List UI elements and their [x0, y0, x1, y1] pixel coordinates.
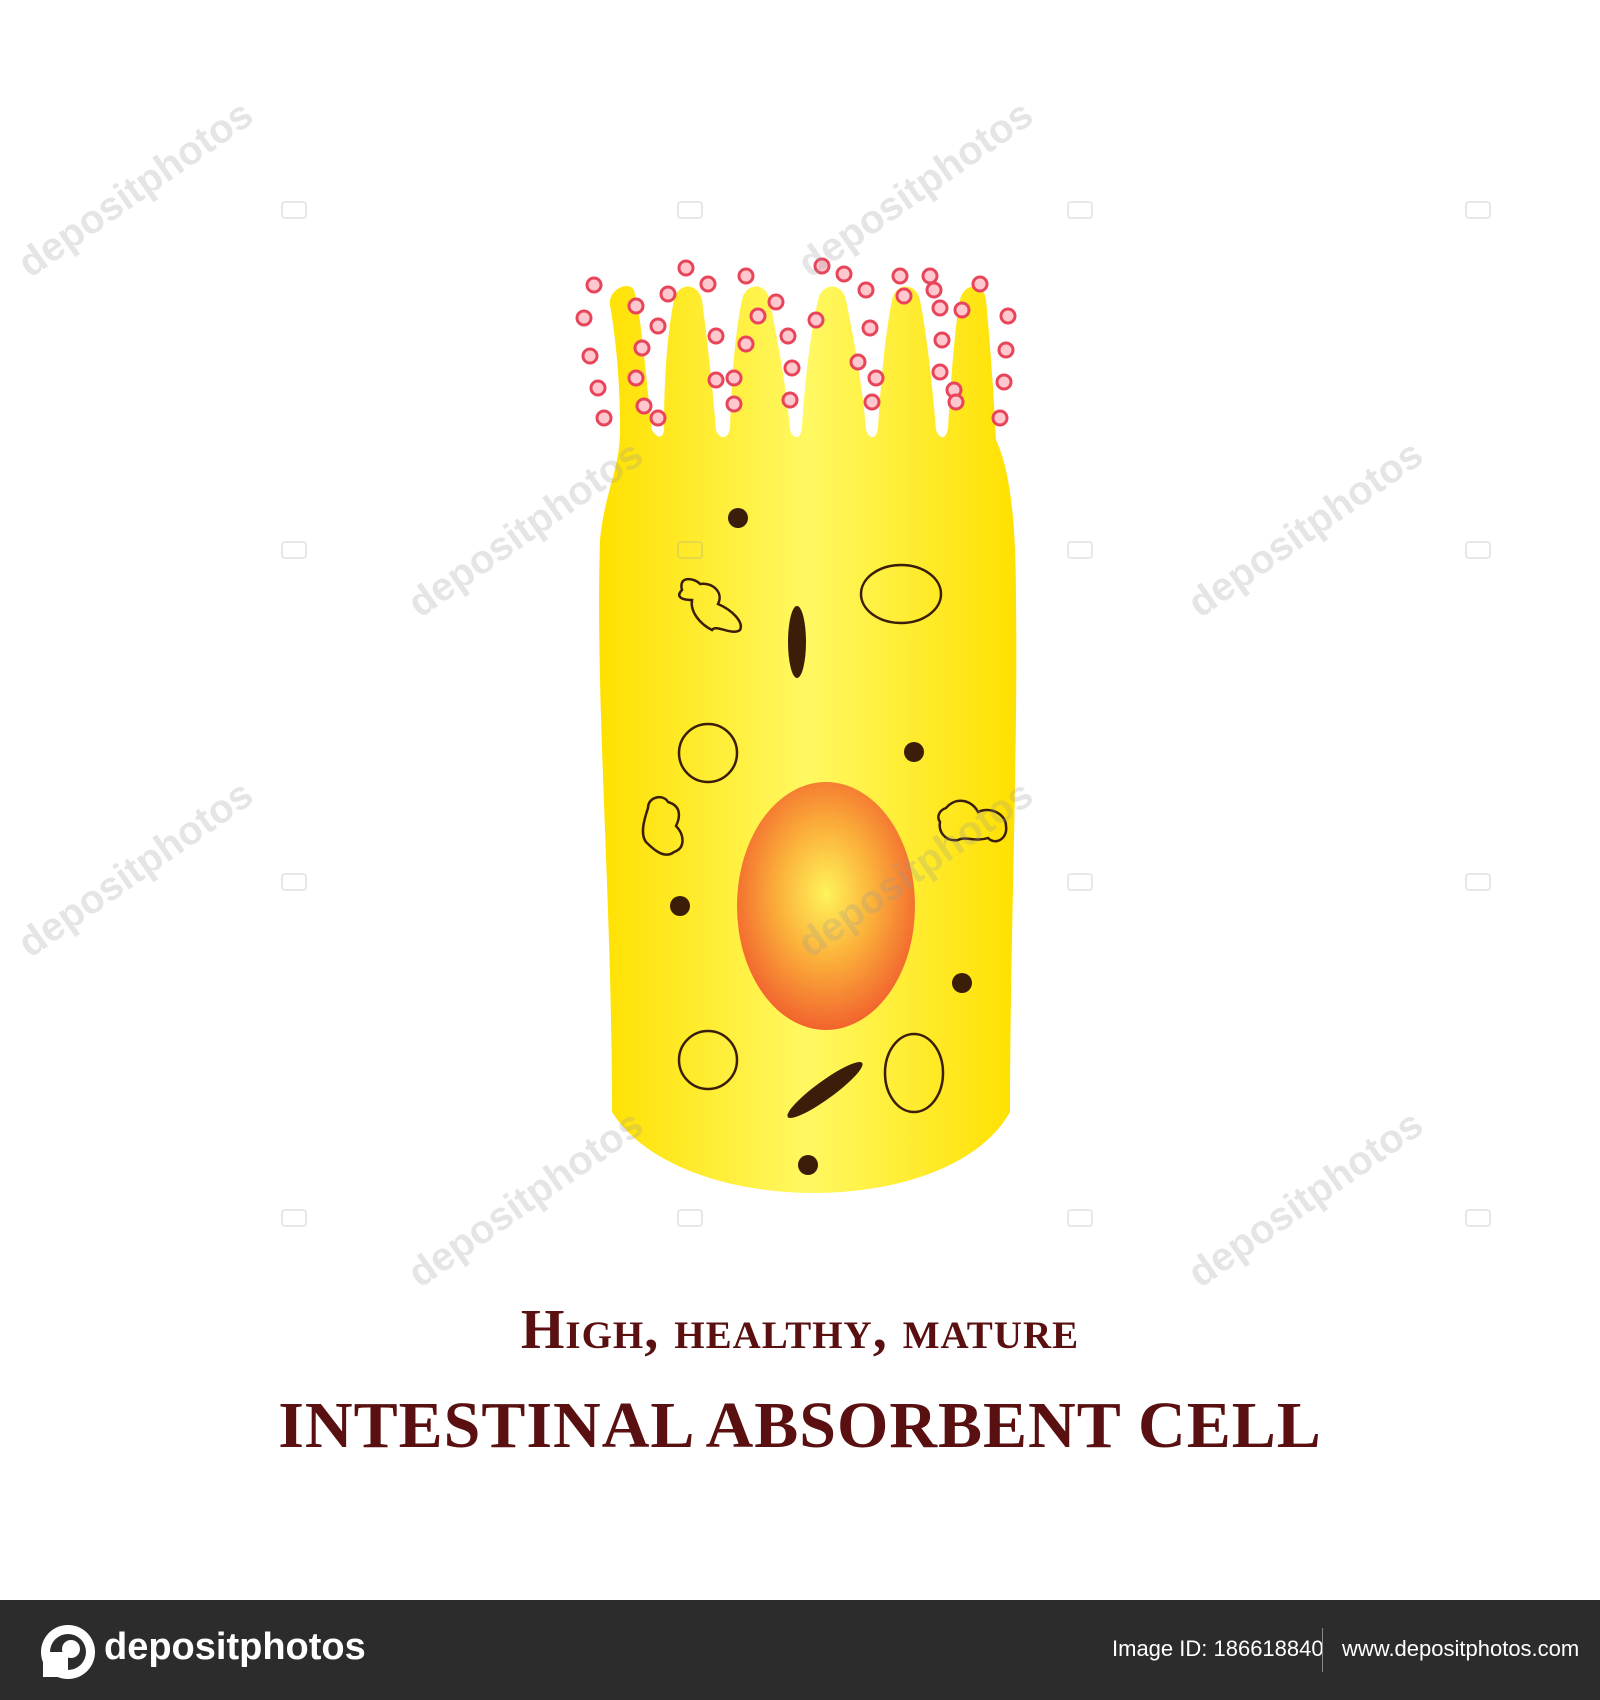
- mitochondrion-blob: [641, 795, 684, 856]
- footer-url-link[interactable]: www.depositphotos.com: [1342, 1636, 1580, 1661]
- caption-subtitle: High, healthy, mature: [520, 1299, 1080, 1361]
- mitochondrion-blob: [678, 577, 743, 633]
- footer-image-id: Image ID: 186618840: [1112, 1636, 1324, 1661]
- footer-brand: depositphotos: [104, 1626, 366, 1668]
- mitochondrion-blob: [937, 799, 1008, 843]
- nucleus: [737, 782, 915, 1030]
- caption-title: INTESTINAL ABSORBENT CELL: [278, 1389, 1322, 1462]
- footer-bar: depositphotos Image ID: 186618840 www.de…: [0, 1600, 1600, 1700]
- vesicle: [677, 722, 739, 784]
- watermark-marks: [281, 201, 1491, 1227]
- granule-dots: [670, 508, 972, 1175]
- depositphotos-logo-icon: [41, 1625, 95, 1679]
- vesicle: [883, 1032, 945, 1114]
- vesicle: [677, 1029, 739, 1091]
- organelles: [641, 563, 1008, 1114]
- cell-body: [599, 285, 1017, 1193]
- granules: [575, 257, 1017, 427]
- footer-divider: [1322, 1628, 1323, 1672]
- vesicle: [859, 563, 943, 625]
- cell-illustration: [281, 201, 1491, 1227]
